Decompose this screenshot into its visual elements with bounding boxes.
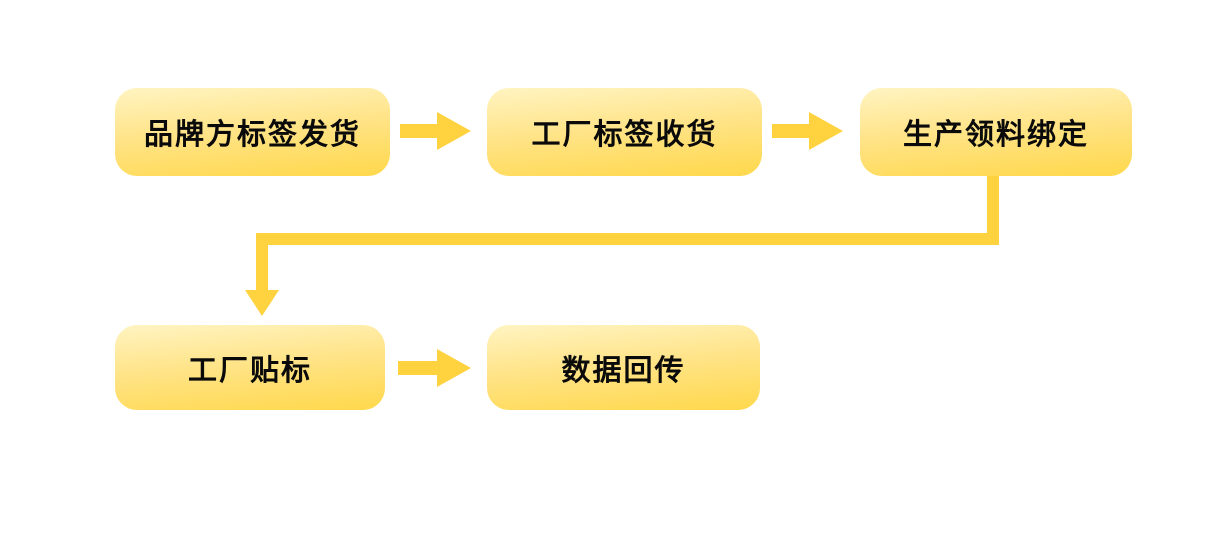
flow-node-label: 数据回传 [561,354,686,387]
flow-node-label: 品牌方标签发货 [143,119,361,151]
flow-node-label: 工厂贴标 [187,354,312,387]
flow-node-factory-label-receiving: 工厂标签收货 [487,88,762,176]
arrow-node2-node3-icon [772,112,843,150]
flow-node-label: 生产领料绑定 [902,119,1089,151]
arrow-node3-node4-icon [245,176,999,316]
flow-node-production-material-binding: 生产领料绑定 [860,88,1132,176]
flow-node-label: 工厂标签收货 [531,119,718,151]
arrow-node1-node2-icon [400,112,471,150]
flow-node-brand-label-shipping: 品牌方标签发货 [115,88,390,176]
arrow-node4-node5-icon [398,349,471,387]
flow-node-data-return: 数据回传 [487,325,760,410]
flow-node-factory-labeling: 工厂贴标 [115,325,385,410]
